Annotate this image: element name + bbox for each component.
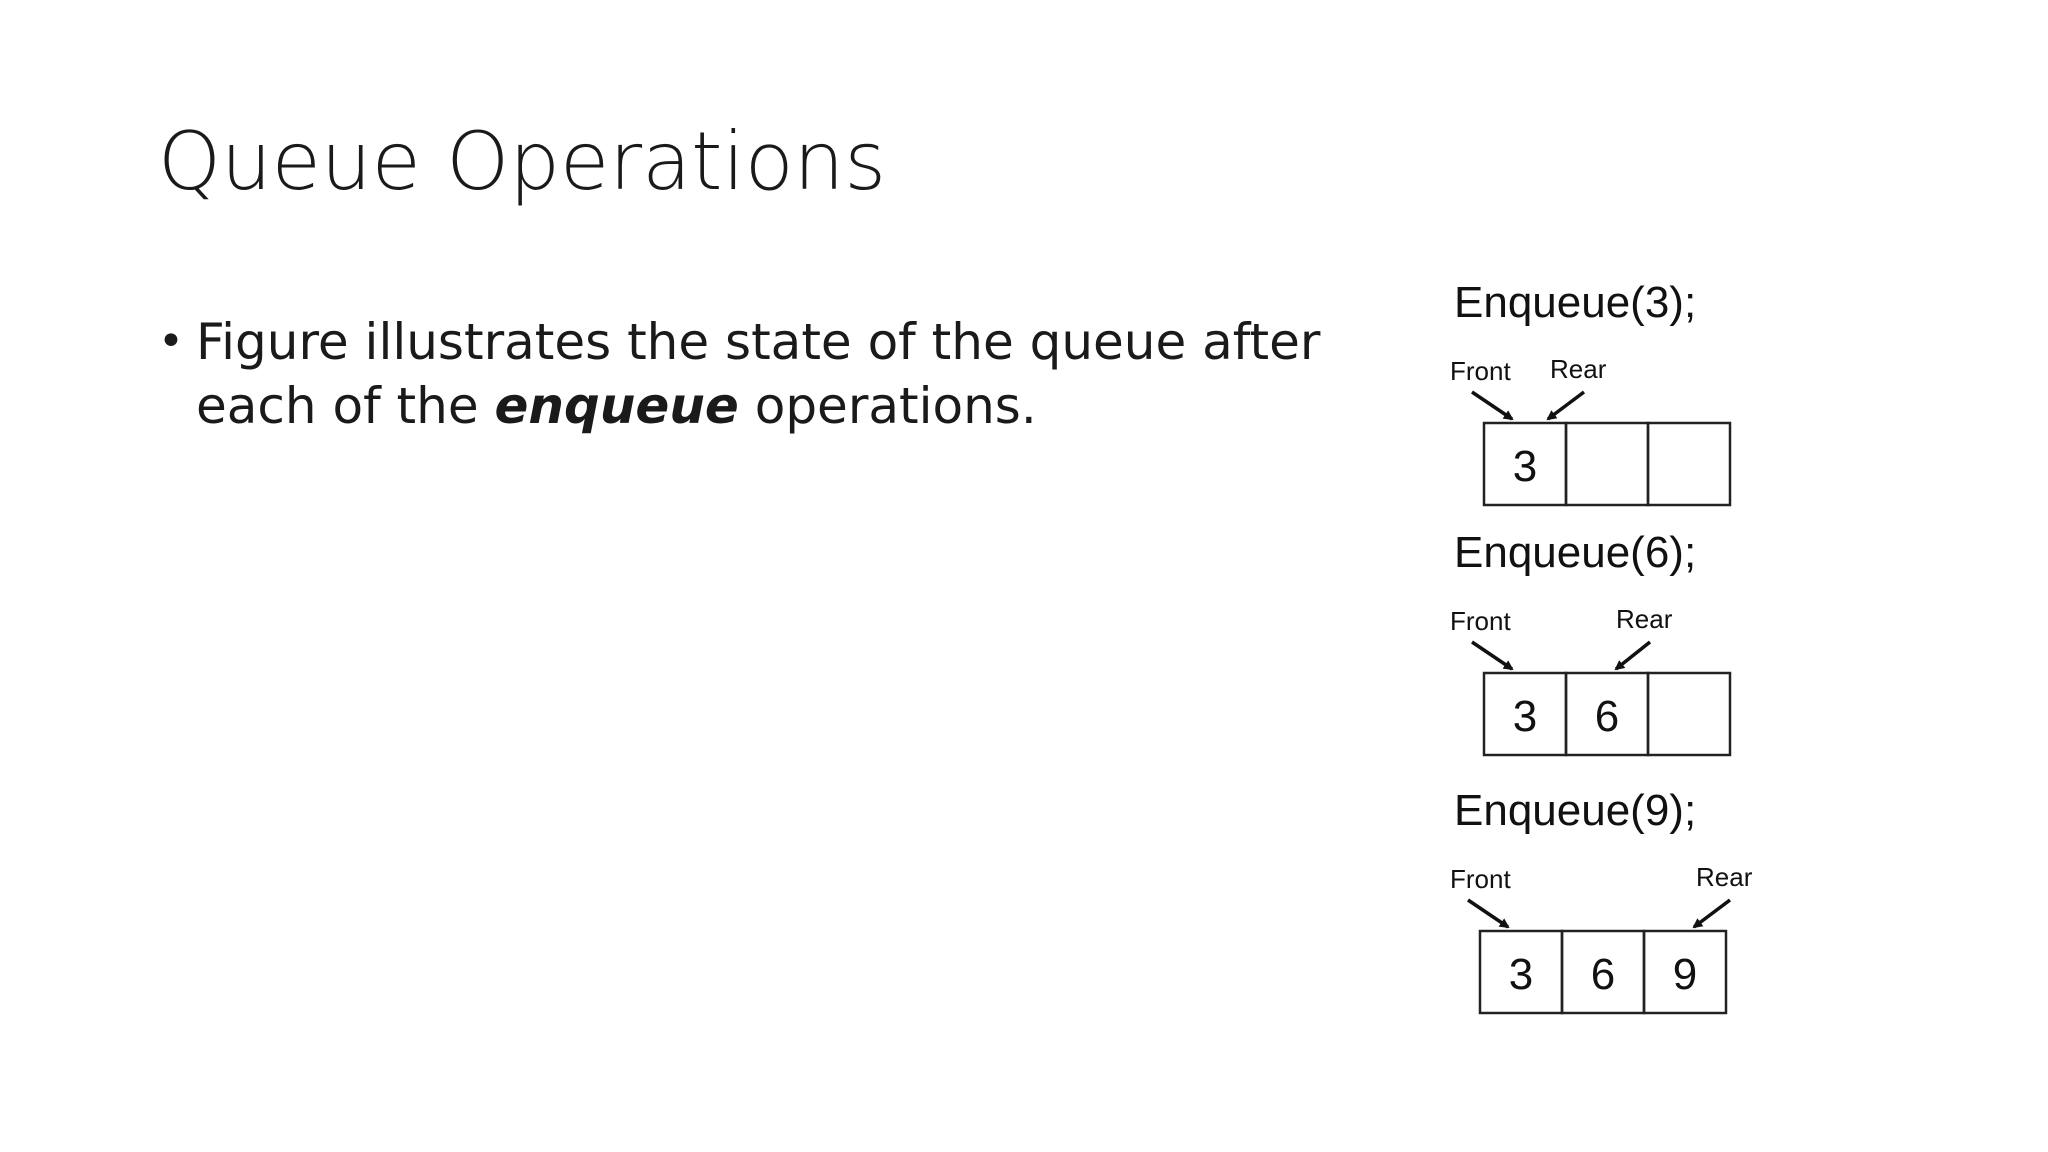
front-label: Front [1450,864,1511,894]
rear-label: Rear [1616,604,1673,634]
rear-arrow [1692,898,1732,929]
rear-arrow [1614,640,1652,671]
rear-label: Rear [1696,862,1753,892]
queue-cell-value: 6 [1591,950,1615,999]
front-arrow [1467,898,1510,929]
queue-cell-value: 3 [1513,692,1537,741]
bullet-text-before: Figure illustrates the state of the queu… [196,313,1321,435]
front-label: Front [1450,606,1511,636]
queue-step-1: Enqueue(3); 3 Front Rear [1450,278,1732,507]
front-arrow [1471,390,1514,421]
queue-cell [1642,929,1728,1015]
bullet-list: • Figure illustrates the state of the qu… [158,310,1358,438]
rear-label: Rear [1550,354,1607,384]
queue-cell-value: 3 [1509,950,1533,999]
queue-cell [1646,421,1732,507]
front-arrow [1471,640,1514,671]
queue-step-2: Enqueue(6); 3 6 Front Rear [1450,528,1732,757]
front-label: Front [1450,356,1511,386]
queue-cell-value: 6 [1595,692,1619,741]
queue-step-3: Enqueue(9); 3 6 9 Front Rear [1450,786,1753,1015]
operation-label: Enqueue(3); [1454,278,1696,327]
operation-label: Enqueue(9); [1454,786,1696,835]
queue-cell-value: 3 [1513,442,1537,491]
bullet-dot-icon: • [158,316,184,367]
bullet-text-after: operations. [738,377,1037,435]
slide-title: Queue Operations [158,115,887,208]
queue-cell [1646,671,1732,757]
queue-cell [1564,421,1650,507]
operation-label: Enqueue(6); [1454,528,1696,577]
bullet-emphasis: enqueue [494,377,739,435]
queue-cell-value: 9 [1673,950,1697,999]
bullet-item: • Figure illustrates the state of the qu… [158,310,1358,438]
rear-arrow [1546,390,1586,421]
